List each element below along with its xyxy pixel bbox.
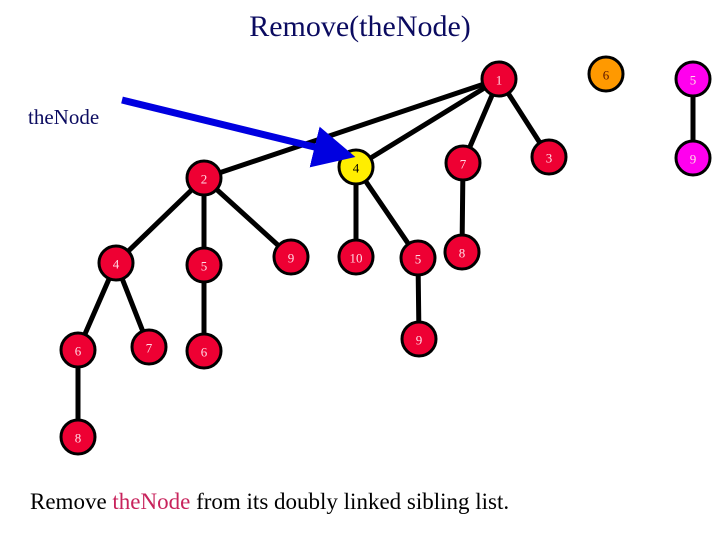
tree-node[interactable]: 9 xyxy=(674,139,712,177)
tree-node-circle[interactable] xyxy=(399,239,437,277)
tree-edge xyxy=(353,76,502,170)
tree-node[interactable]: 6 xyxy=(587,55,625,93)
tree-node[interactable]: 2 xyxy=(185,159,223,197)
tree-node[interactable]: 10 xyxy=(337,238,375,276)
tree-node[interactable]: 6 xyxy=(185,332,223,370)
thenode-arrow-line xyxy=(121,96,356,168)
tree-node[interactable]: 4 xyxy=(337,148,375,186)
caption: Remove theNode from its doubly linked si… xyxy=(30,489,509,515)
caption-prefix: Remove xyxy=(30,489,113,514)
tree-node-circle[interactable] xyxy=(443,233,481,271)
tree-node[interactable]: 6 xyxy=(59,331,97,369)
tree-node[interactable]: 5 xyxy=(674,60,712,98)
tree-node-circle[interactable] xyxy=(530,138,568,176)
tree-edge xyxy=(201,175,294,260)
tree-node-circle[interactable] xyxy=(587,55,625,93)
tree-node-circle[interactable] xyxy=(59,418,97,456)
tree-node[interactable]: 7 xyxy=(130,328,168,366)
tree-node[interactable]: 9 xyxy=(400,320,438,358)
tree-node-circle[interactable] xyxy=(185,332,223,370)
tree-node-circle[interactable] xyxy=(480,60,518,98)
tree-node[interactable]: 8 xyxy=(59,418,97,456)
tree-node-circle[interactable] xyxy=(674,139,712,177)
tree-node-circle[interactable] xyxy=(337,148,375,186)
tree-node-circle[interactable] xyxy=(185,246,223,284)
tree-node-circle[interactable] xyxy=(130,328,168,366)
edge-layer xyxy=(75,76,696,440)
tree-node-circle[interactable] xyxy=(444,144,482,182)
tree-node-circle[interactable] xyxy=(185,159,223,197)
thenode-pointer-label: theNode xyxy=(28,105,100,129)
tree-node[interactable]: 4 xyxy=(97,244,135,282)
tree-node[interactable]: 1 xyxy=(480,60,518,98)
tree-node-circle[interactable] xyxy=(674,60,712,98)
tree-node[interactable]: 5 xyxy=(185,246,223,284)
tree-node[interactable]: 8 xyxy=(443,233,481,271)
tree-node-circle[interactable] xyxy=(400,320,438,358)
page-title: Remove(theNode) xyxy=(249,10,471,43)
tree-node-circle[interactable] xyxy=(97,244,135,282)
tree-node[interactable]: 3 xyxy=(530,138,568,176)
thenode-arrow xyxy=(121,96,356,168)
tree-node-circle[interactable] xyxy=(337,238,375,276)
tree-edge xyxy=(113,175,207,266)
caption-highlight: theNode xyxy=(112,489,191,514)
tree-node[interactable]: 9 xyxy=(272,238,310,276)
tree-node-circle[interactable] xyxy=(272,238,310,276)
tree-node[interactable]: 7 xyxy=(444,144,482,182)
tree-node[interactable]: 5 xyxy=(399,239,437,277)
caption-suffix: from its doubly linked sibling list. xyxy=(190,489,510,514)
tree-node-circle[interactable] xyxy=(59,331,97,369)
